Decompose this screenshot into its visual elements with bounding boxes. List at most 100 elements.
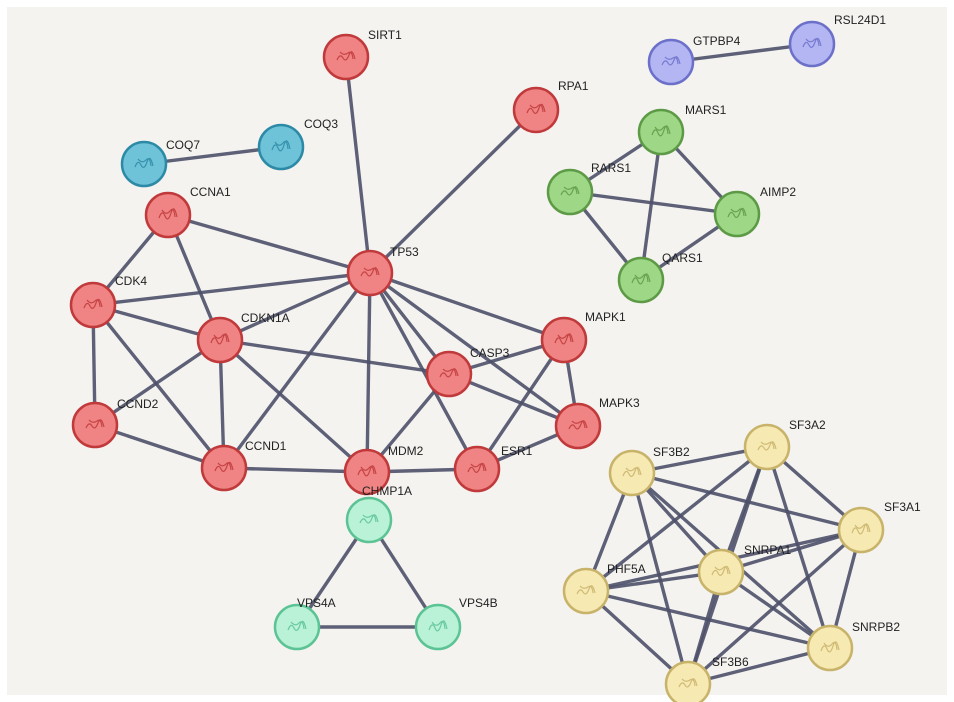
edge-sirt1-tp53 <box>344 55 372 275</box>
node-circle[interactable] <box>697 548 745 596</box>
edge-tp53-mdm2 <box>365 271 372 474</box>
node-label: RPA1 <box>558 79 589 93</box>
edge-ccna1-tp53 <box>166 213 372 275</box>
node-circle[interactable] <box>346 249 394 297</box>
protein-structure-icon <box>651 125 671 137</box>
node-tp53[interactable]: TP53 <box>346 245 419 297</box>
edge-mars1-qars1 <box>639 130 663 282</box>
node-circle[interactable] <box>788 20 836 68</box>
node-circle[interactable] <box>608 449 656 497</box>
protein-structure-icon <box>83 298 103 309</box>
node-mapk3[interactable]: MAPK3 <box>554 396 640 450</box>
node-circle[interactable] <box>554 402 602 450</box>
node-ccna1[interactable]: CCNA1 <box>144 185 231 239</box>
protein-structure-icon <box>678 678 698 688</box>
node-circle[interactable] <box>71 401 119 449</box>
node-circle[interactable] <box>837 506 885 554</box>
node-circle[interactable] <box>637 108 685 156</box>
protein-structure-icon <box>727 207 747 218</box>
node-circle[interactable] <box>540 316 588 364</box>
node-circle[interactable] <box>664 660 712 702</box>
node-chmp1a[interactable]: CHMP1A <box>345 484 412 544</box>
node-mapk1[interactable]: MAPK1 <box>540 310 626 364</box>
node-label: PHF5A <box>607 562 646 576</box>
node-sirt1[interactable]: SIRT1 <box>322 28 402 81</box>
node-cdk4[interactable]: CDK4 <box>69 274 147 329</box>
node-circle[interactable] <box>273 603 321 651</box>
node-label: GTPBP4 <box>693 34 741 48</box>
protein-structure-icon <box>357 465 377 477</box>
node-circle[interactable] <box>562 567 610 615</box>
node-snrpb2[interactable]: SNRPB2 <box>806 620 900 672</box>
node-qars1[interactable]: QARS1 <box>617 251 703 304</box>
node-ccnd2[interactable]: CCND2 <box>71 397 159 449</box>
node-label: COQ3 <box>304 117 338 131</box>
node-casp3[interactable]: CASP3 <box>425 346 510 398</box>
protein-structure-icon <box>554 333 574 345</box>
protein-structure-icon <box>802 37 822 48</box>
node-circle[interactable] <box>647 38 695 86</box>
node-circle[interactable] <box>200 444 248 492</box>
node-circle[interactable] <box>345 496 393 544</box>
edge-ccnd1-mdm2 <box>222 466 369 474</box>
node-vps4b[interactable]: VPS4B <box>414 596 498 651</box>
node-circle[interactable] <box>196 316 244 364</box>
protein-structure-icon <box>336 51 356 61</box>
edge-esr1-mapk1 <box>475 338 566 471</box>
node-cdkn1a[interactable]: CDKN1A <box>196 311 290 364</box>
node-circle[interactable] <box>806 624 854 672</box>
node-circle[interactable] <box>414 603 462 651</box>
node-circle[interactable] <box>617 256 665 304</box>
node-circle[interactable] <box>713 190 761 238</box>
node-label: CCND2 <box>117 397 159 411</box>
node-phf5a[interactable]: PHF5A <box>562 562 646 615</box>
node-circle[interactable] <box>322 33 370 81</box>
node-sf3b2[interactable]: SF3B2 <box>608 445 690 497</box>
protein-structure-icon <box>560 186 580 196</box>
node-coq3[interactable]: COQ3 <box>257 117 338 171</box>
node-coq7[interactable]: COQ7 <box>120 138 200 188</box>
node-circle[interactable] <box>144 191 192 239</box>
node-rpa1[interactable]: RPA1 <box>512 79 589 134</box>
node-circle[interactable] <box>120 140 168 188</box>
node-ccnd1[interactable]: CCND1 <box>200 439 287 492</box>
node-circle[interactable] <box>453 445 501 493</box>
node-sf3a1[interactable]: SF3A1 <box>837 500 921 554</box>
node-circle[interactable] <box>343 448 391 496</box>
node-label: SF3B2 <box>653 445 690 459</box>
protein-structure-icon <box>661 56 681 66</box>
node-snrpa1[interactable]: SNRPA1 <box>697 543 791 596</box>
node-vps4a[interactable]: VPS4A <box>273 596 336 651</box>
node-mars1[interactable]: MARS1 <box>637 103 727 156</box>
node-circle[interactable] <box>257 123 305 171</box>
protein-structure-icon <box>757 441 777 451</box>
node-circle[interactable] <box>512 86 560 134</box>
node-circle[interactable] <box>425 350 473 398</box>
node-rars1[interactable]: RARS1 <box>546 161 631 216</box>
node-label: SF3B6 <box>712 655 749 669</box>
node-circle[interactable] <box>743 423 791 471</box>
protein-structure-icon <box>439 368 459 378</box>
node-label: SF3A1 <box>884 500 921 514</box>
edge-sf3b2-sf3a1 <box>630 471 863 532</box>
node-sf3a2[interactable]: SF3A2 <box>743 418 826 471</box>
node-label: AIMP2 <box>760 185 796 199</box>
node-circle[interactable] <box>546 168 594 216</box>
node-circle[interactable] <box>69 281 117 329</box>
node-label: MAPK1 <box>585 310 626 324</box>
node-gtpbp4[interactable]: GTPBP4 <box>647 34 741 86</box>
node-label: MARS1 <box>685 103 727 117</box>
node-label: SF3A2 <box>789 418 826 432</box>
node-label: SNRPA1 <box>744 543 791 557</box>
node-rsl24d1[interactable]: RSL24D1 <box>788 13 886 68</box>
node-mdm2[interactable]: MDM2 <box>343 444 424 496</box>
node-sf3b6[interactable]: SF3B6 <box>664 655 749 702</box>
protein-structure-icon <box>158 208 178 220</box>
node-label: CDK4 <box>115 274 147 288</box>
node-aimp2[interactable]: AIMP2 <box>713 185 796 238</box>
node-esr1[interactable]: ESR1 <box>453 444 533 493</box>
edge-sf3a1-sf3b6 <box>686 528 863 686</box>
edge-rars1-aimp2 <box>568 190 739 216</box>
